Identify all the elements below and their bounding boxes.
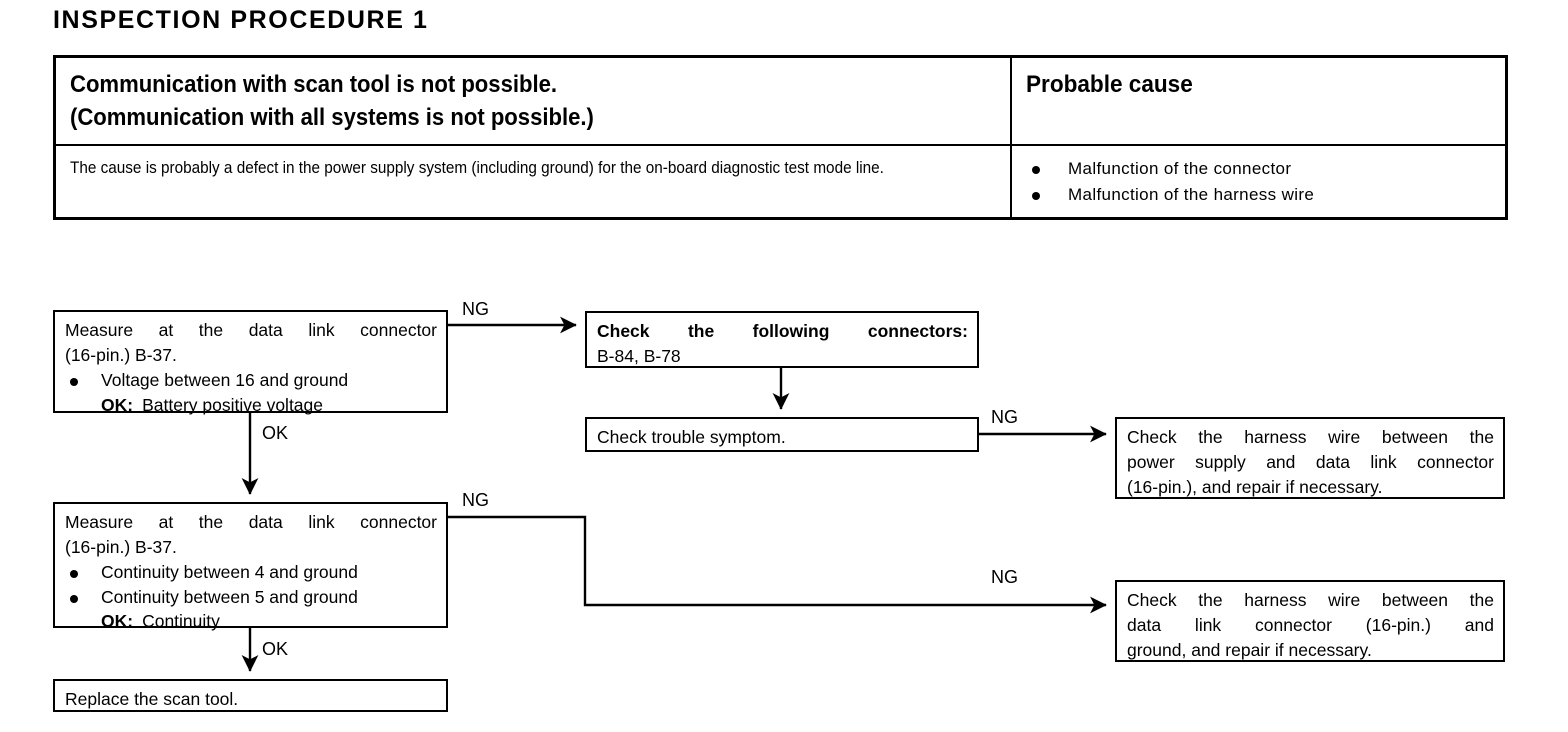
harness2-line1: Check the harness wire between the xyxy=(1127,590,1494,610)
cause-description-cell: The cause is probably a defect in the po… xyxy=(56,146,1012,218)
flow-box-harness-power-supply: Check the harness wire between the power… xyxy=(1115,417,1505,499)
list-item: Voltage between 16 and ground xyxy=(65,368,437,393)
list-item: Malfunction of the harness wire xyxy=(1026,182,1493,208)
symptom-header-line1: Communication with scan tool is not poss… xyxy=(70,71,558,98)
ok-label: OK: xyxy=(101,611,134,632)
ok-value: Battery positive voltage xyxy=(142,394,324,415)
cause-description: The cause is probably a defect in the po… xyxy=(70,158,884,178)
measure2-line1: Measure at the data link connector xyxy=(65,512,437,532)
harness2-line3: ground, and repair if necessary. xyxy=(1127,639,1372,660)
measure2-bullet-list: Continuity between 4 and ground Continui… xyxy=(65,560,437,610)
flow-box-check-connectors: Check the following connectors: B-84, B-… xyxy=(585,311,979,368)
connectors-line2: B-84, B-78 xyxy=(597,345,681,366)
harness1-line2: power supply and data link connector xyxy=(1127,451,1494,472)
list-item: Continuity between 4 and ground xyxy=(65,560,437,585)
flow-box-measure-voltage: Measure at the data link connector (16-p… xyxy=(53,310,448,415)
symptom-header-line2: (Communication with all systems is not p… xyxy=(70,104,594,132)
probable-cause-header-cell: Probable cause xyxy=(1012,58,1505,144)
flow-box-replace-scan-tool: Replace the scan tool. xyxy=(53,679,448,712)
flow-box-measure-continuity: Measure at the data link connector (16-p… xyxy=(53,502,448,631)
harness2-line2: data link connector (16-pin.) and xyxy=(1127,614,1494,635)
edge-label-ng-measure2-harness2: NG xyxy=(991,567,1018,587)
table-body-row: The cause is probably a defect in the po… xyxy=(56,146,1505,218)
symptom-table: Communication with scan tool is not poss… xyxy=(53,55,1508,221)
probable-cause-list: Malfunction of the connector Malfunction… xyxy=(1026,156,1493,207)
flow-box-check-trouble-symptom: Check trouble symptom. xyxy=(585,417,979,452)
edge-label-ok-measure2: OK xyxy=(262,639,289,659)
connectors-line1: Check the following connectors: xyxy=(597,321,968,341)
edge-ng-measure2-harness2 xyxy=(448,515,1107,614)
edge-label-ng-measure2-elbow: NG xyxy=(462,490,489,510)
table-header-row: Communication with scan tool is not poss… xyxy=(56,58,1505,147)
measure1-ok-line: OK: Battery positive voltage xyxy=(65,393,437,418)
list-item: Malfunction of the connector xyxy=(1026,156,1493,182)
edge-label-ng-symptom: NG xyxy=(991,407,1018,427)
flow-box-harness-ground: Check the harness wire between the data … xyxy=(1115,580,1505,662)
harness1-line1: Check the harness wire between the xyxy=(1127,427,1494,447)
edge-label-ng-measure1: NG xyxy=(462,299,489,319)
harness1-line3: (16-pin.), and repair if necessary. xyxy=(1127,476,1383,497)
probable-cause-list-cell: Malfunction of the connector Malfunction… xyxy=(1012,146,1505,217)
page-title: INSPECTION PROCEDURE 1 xyxy=(53,6,429,34)
list-item: Continuity between 5 and ground xyxy=(65,585,437,610)
ok-value: Continuity xyxy=(142,611,220,632)
edge-label-ok-measure1: OK xyxy=(262,423,289,443)
measure1-bullet-list: Voltage between 16 and ground xyxy=(65,368,437,393)
measure2-ok-line: OK: Continuity xyxy=(65,609,437,634)
symptom-line1: Check trouble symptom. xyxy=(597,427,786,447)
replace-line1: Replace the scan tool. xyxy=(65,689,239,709)
ok-label: OK: xyxy=(101,394,134,415)
symptom-header-cell: Communication with scan tool is not poss… xyxy=(56,58,1012,145)
measure2-line2: (16-pin.) B-37. xyxy=(65,536,177,557)
measure1-line1: Measure at the data link connector xyxy=(65,320,437,340)
measure1-line2: (16-pin.) B-37. xyxy=(65,344,177,365)
probable-cause-label: Probable cause xyxy=(1026,71,1193,98)
